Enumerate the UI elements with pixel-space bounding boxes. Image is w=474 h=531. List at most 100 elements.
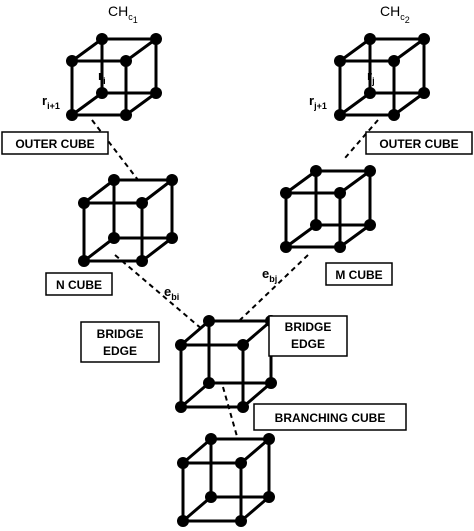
n-cube (78, 174, 178, 267)
vertex-label-rj: rj (367, 68, 375, 86)
link-branching (222, 386, 239, 441)
m-cube-label: M CUBE (325, 262, 393, 286)
cube-vertex (388, 109, 400, 121)
vertex-label-ri1: ri+1 (42, 93, 60, 111)
bridge-edge-right-line2: EDGE (291, 337, 325, 351)
cube-vertex (310, 165, 322, 177)
bridge-edge-ebj (239, 254, 309, 321)
bridge-edge-right-label: BRIDGE EDGE (268, 315, 348, 357)
header-ch-c1: CHc1 (108, 3, 138, 25)
cube-edge (70, 37, 104, 63)
cube-vertex (177, 515, 189, 527)
branching-cube (177, 433, 275, 527)
header-ch-c2: CHc2 (380, 3, 410, 25)
bridge-edge-left-label: BRIDGE EDGE (80, 321, 160, 363)
cube-vertex (388, 55, 400, 67)
cube-vertex (235, 515, 247, 527)
cube-edge (284, 169, 318, 195)
n-cube-label: N CUBE (45, 272, 113, 296)
cube-vertex (150, 33, 162, 45)
outer-cube-right-text: OUTER CUBE (379, 137, 458, 151)
cube-edge (124, 37, 158, 63)
cube-vertex (108, 232, 120, 244)
edge-label-ebi: ebi (164, 284, 179, 302)
cube-vertex (120, 55, 132, 67)
cube-vertex (203, 315, 215, 327)
cube-vertex (263, 433, 275, 445)
cube-edge (241, 381, 273, 409)
cube-vertex (66, 55, 78, 67)
cube-vertex (280, 241, 292, 253)
cube-vertex (237, 401, 249, 413)
cube-edge (338, 223, 372, 249)
outer-cube-right (334, 33, 430, 121)
m-cube-text: M CUBE (335, 268, 382, 282)
cube-edge (124, 91, 158, 117)
cube-vertex (364, 219, 376, 231)
outer-cube-left-label: OUTER CUBE (1, 131, 109, 155)
outer-cube-left-text: OUTER CUBE (15, 137, 94, 151)
vertex-label-ri: ri (98, 68, 106, 86)
cube-vertex (334, 241, 346, 253)
cube-vertex (265, 377, 277, 389)
cube-vertex (177, 457, 189, 469)
branching-cube-text: BRANCHING CUBE (275, 411, 386, 425)
cube-edge (392, 37, 426, 63)
cube-edge (70, 91, 104, 117)
cube-edge (284, 223, 318, 249)
cube-vertex (175, 339, 187, 351)
cube-vertex (166, 232, 178, 244)
n-cube-text: N CUBE (56, 278, 102, 292)
branching-cube-label: BRANCHING CUBE (253, 403, 407, 431)
cube-vertex (150, 87, 162, 99)
link-outer-left-to-n (91, 119, 139, 181)
bridge-edge-left-line1: BRIDGE (97, 327, 144, 341)
cube-vertex (78, 255, 90, 267)
cube-edge (181, 495, 213, 523)
cube-edge (338, 37, 372, 63)
cube-vertex (78, 197, 90, 209)
cube-vertex (263, 491, 275, 503)
cube-vertex (205, 491, 217, 503)
cube-vertex (334, 55, 346, 67)
bridge-cube (175, 315, 277, 413)
cube-edge (82, 236, 116, 263)
cube-edge (181, 437, 213, 465)
cube-edge (338, 169, 372, 195)
cube-vertex (175, 401, 187, 413)
cube-edge (241, 319, 273, 347)
cube-vertex (418, 87, 430, 99)
cube-vertex (280, 187, 292, 199)
cube-vertex (334, 109, 346, 121)
m-cube (280, 165, 376, 253)
cube-vertex (205, 433, 217, 445)
dashed-links (91, 119, 379, 441)
cube-edge (179, 319, 211, 347)
cube-vertex (108, 174, 120, 186)
cube-vertex (66, 109, 78, 121)
cube-vertex (310, 219, 322, 231)
cube-edge (179, 381, 211, 409)
cube-vertex (166, 174, 178, 186)
outer-cube-right-label: OUTER CUBE (365, 131, 473, 155)
cube-vertex (235, 457, 247, 469)
cube-edge (239, 495, 271, 523)
cube-vertex (136, 197, 148, 209)
cube-edge (140, 178, 174, 205)
cube-edge (392, 91, 426, 117)
cube-edge (239, 437, 271, 465)
cube-edge (338, 91, 372, 117)
bridge-edge-right-line1: BRIDGE (285, 320, 332, 334)
cube-vertex (364, 165, 376, 177)
edge-label-ebj: ebj (262, 266, 277, 284)
cube-vertex (96, 87, 108, 99)
cube-vertex (136, 255, 148, 267)
cube-edge (140, 236, 174, 263)
cube-vertex (418, 33, 430, 45)
outer-cube-left (66, 33, 162, 121)
cube-vertex (96, 33, 108, 45)
cube-vertex (203, 377, 215, 389)
cube-vertex (237, 339, 249, 351)
cube-vertex (364, 33, 376, 45)
